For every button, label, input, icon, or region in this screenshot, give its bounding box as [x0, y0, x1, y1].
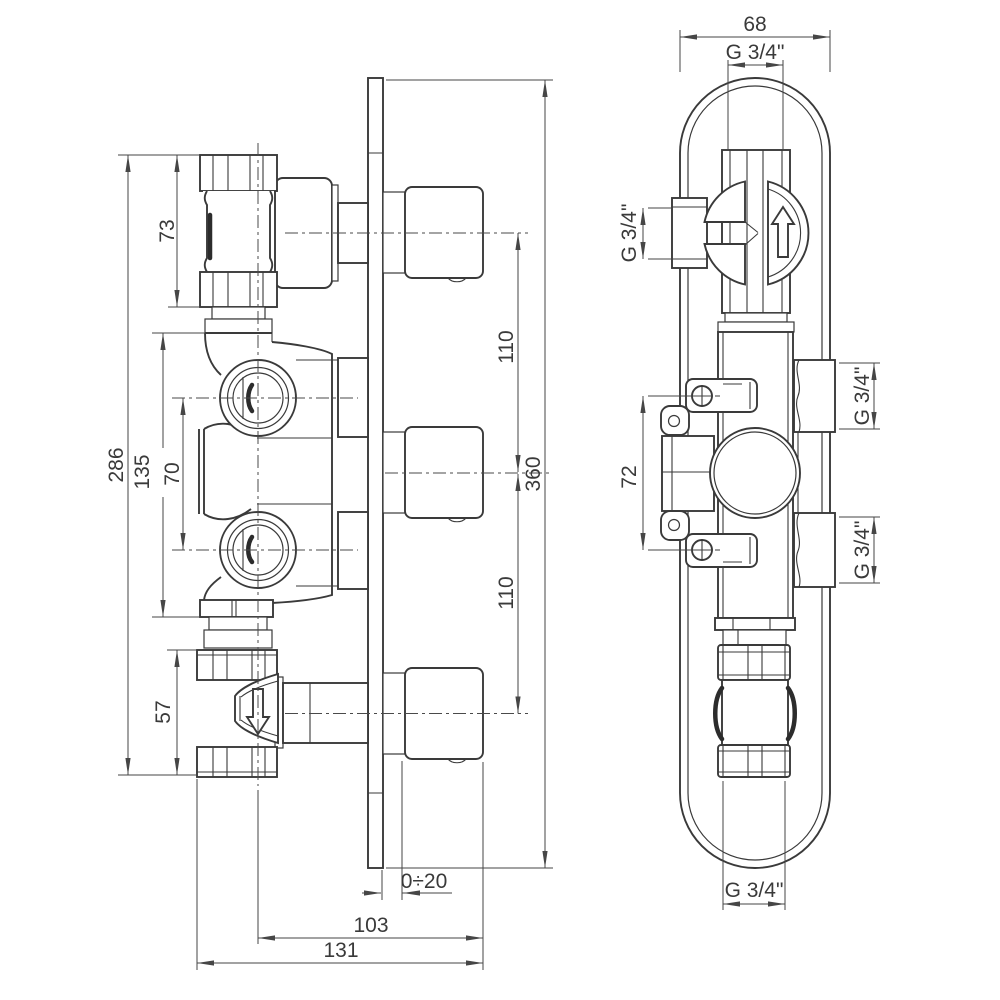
- mounting-block: [661, 435, 715, 512]
- right-outlet-port-top: [793, 359, 836, 433]
- dim-label-72: 72: [618, 465, 641, 488]
- down-arrow-icon: [245, 688, 271, 736]
- dim-label-135: 135: [131, 454, 154, 489]
- dim-label-70: 70: [161, 462, 184, 485]
- front-main-body: [660, 331, 836, 619]
- top-diverter-assembly: [671, 149, 810, 333]
- dim-label-57: 57: [152, 700, 175, 723]
- dim-label-thread-outlet-top: G 3/4": [851, 367, 874, 426]
- dim-label-360: 360: [522, 456, 545, 491]
- side-view: 73 286 135 70 57 110 360 110 0÷20 103 13…: [105, 77, 553, 970]
- dim-label-73: 73: [156, 219, 179, 242]
- bottom-diverter-fitting: [196, 649, 369, 778]
- port-circle-bottom: [219, 511, 297, 589]
- dim-label-thread-top: G 3/4": [726, 41, 785, 64]
- dim-label-thread-outlet-bottom: G 3/4": [851, 521, 874, 580]
- up-arrow-icon: [770, 205, 796, 258]
- dim-label-110-lower: 110: [495, 576, 518, 609]
- dim-label-131: 131: [323, 939, 358, 962]
- right-outlet-port-bottom: [793, 512, 836, 588]
- dim-label-103: 103: [353, 914, 388, 937]
- left-inlet-port: [671, 197, 708, 269]
- dim-label-110-upper: 110: [495, 330, 518, 363]
- dim-label-thread-bottom: G 3/4": [725, 879, 784, 902]
- dim-label-thread-inlet: G 3/4": [618, 204, 641, 263]
- handle-wing-upper-left: [703, 180, 746, 223]
- dim-label-286: 286: [105, 447, 128, 482]
- side-view-dimensions: 73 286 135 70 57 110 360 110 0÷20 103 13…: [105, 79, 553, 970]
- front-view-dimensions: 68 G 3/4" G 3/4" 72 G 3/4" G 3/4" G 3/4": [618, 13, 880, 910]
- control-knobs: [382, 186, 484, 764]
- centerlines-side: [172, 143, 552, 786]
- handle-wing-lower-left: [703, 243, 746, 286]
- dim-label-68: 68: [743, 13, 766, 36]
- bottom-connector-front: [713, 617, 797, 778]
- front-view: 68 G 3/4" G 3/4" 72 G 3/4" G 3/4" G 3/4": [618, 13, 880, 910]
- dim-label-0-20: 0÷20: [401, 870, 448, 893]
- wall-plate-side: [367, 77, 384, 869]
- top-inlet-fitting: [199, 154, 369, 334]
